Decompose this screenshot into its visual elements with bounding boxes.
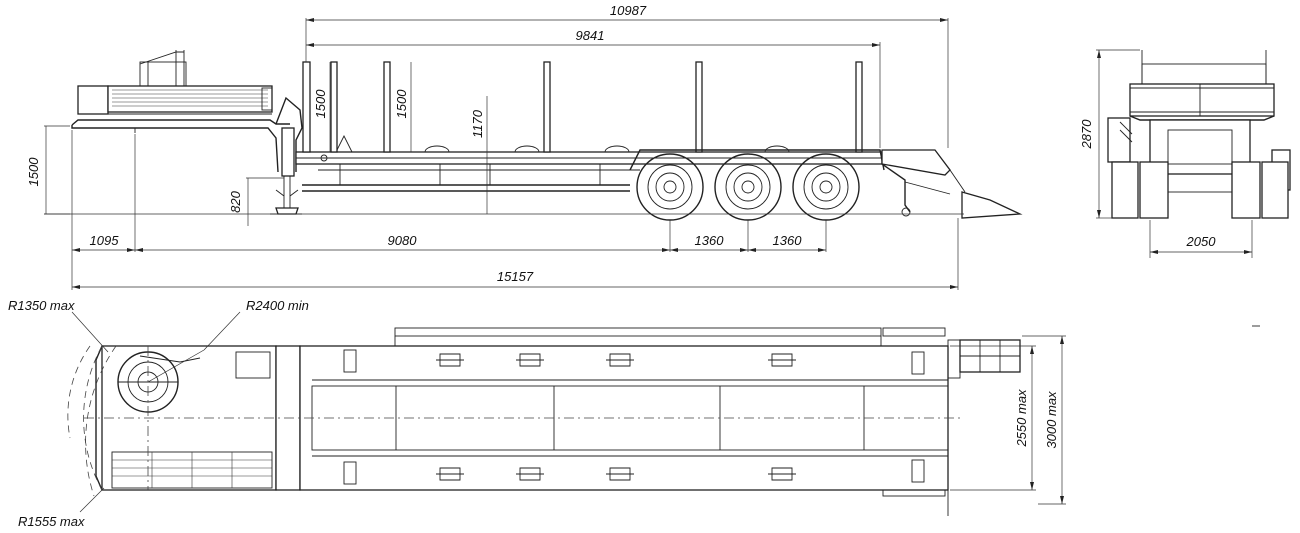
dim-rear-height: 2870	[1079, 119, 1094, 150]
dim-turning-radius: R2400 min	[246, 298, 309, 313]
dim-overall-length: 15157	[497, 269, 534, 284]
stakes	[302, 61, 863, 153]
dim-wheelbase: 9080	[388, 233, 418, 248]
top-dimensions: R1350 max R2400 min R1555 max 2550 max 3…	[8, 298, 1260, 529]
deck	[295, 134, 883, 192]
rear-dimensions: 2870 2050	[1079, 49, 1253, 258]
support-leg	[270, 176, 302, 215]
dim-front-overhang: 1095	[90, 233, 120, 248]
dim-axle-spacing-2: 1360	[773, 233, 803, 248]
dim-axle-spacing-1: 1360	[695, 233, 725, 248]
rear-ramp	[881, 149, 1023, 219]
dim-support-leg-height: 820	[228, 190, 243, 212]
dim-deck-width: 2550 max	[1014, 389, 1029, 448]
dim-deck-height: 1170	[470, 109, 485, 138]
dim-front-swing-radius: R1350 max	[8, 298, 75, 313]
rear-view	[1107, 50, 1291, 219]
side-dimensions: 10987 9841 1500 1500 1170 1500 820 10	[26, 3, 964, 290]
side-view	[71, 50, 1023, 221]
dim-overall-platform: 10987	[610, 3, 647, 18]
dim-corner-radius: R1555 max	[18, 514, 85, 529]
dim-track-width: 2050	[1186, 234, 1217, 249]
gooseneck	[71, 50, 303, 177]
dim-deck-length: 9841	[576, 28, 605, 43]
top-view	[67, 327, 1021, 516]
dim-stake-height: 1500	[394, 89, 409, 119]
dim-overall-width: 3000 max	[1044, 391, 1059, 449]
dim-gooseneck-height: 1500	[26, 157, 41, 187]
dim-stake-height-front: 1500	[313, 89, 328, 119]
